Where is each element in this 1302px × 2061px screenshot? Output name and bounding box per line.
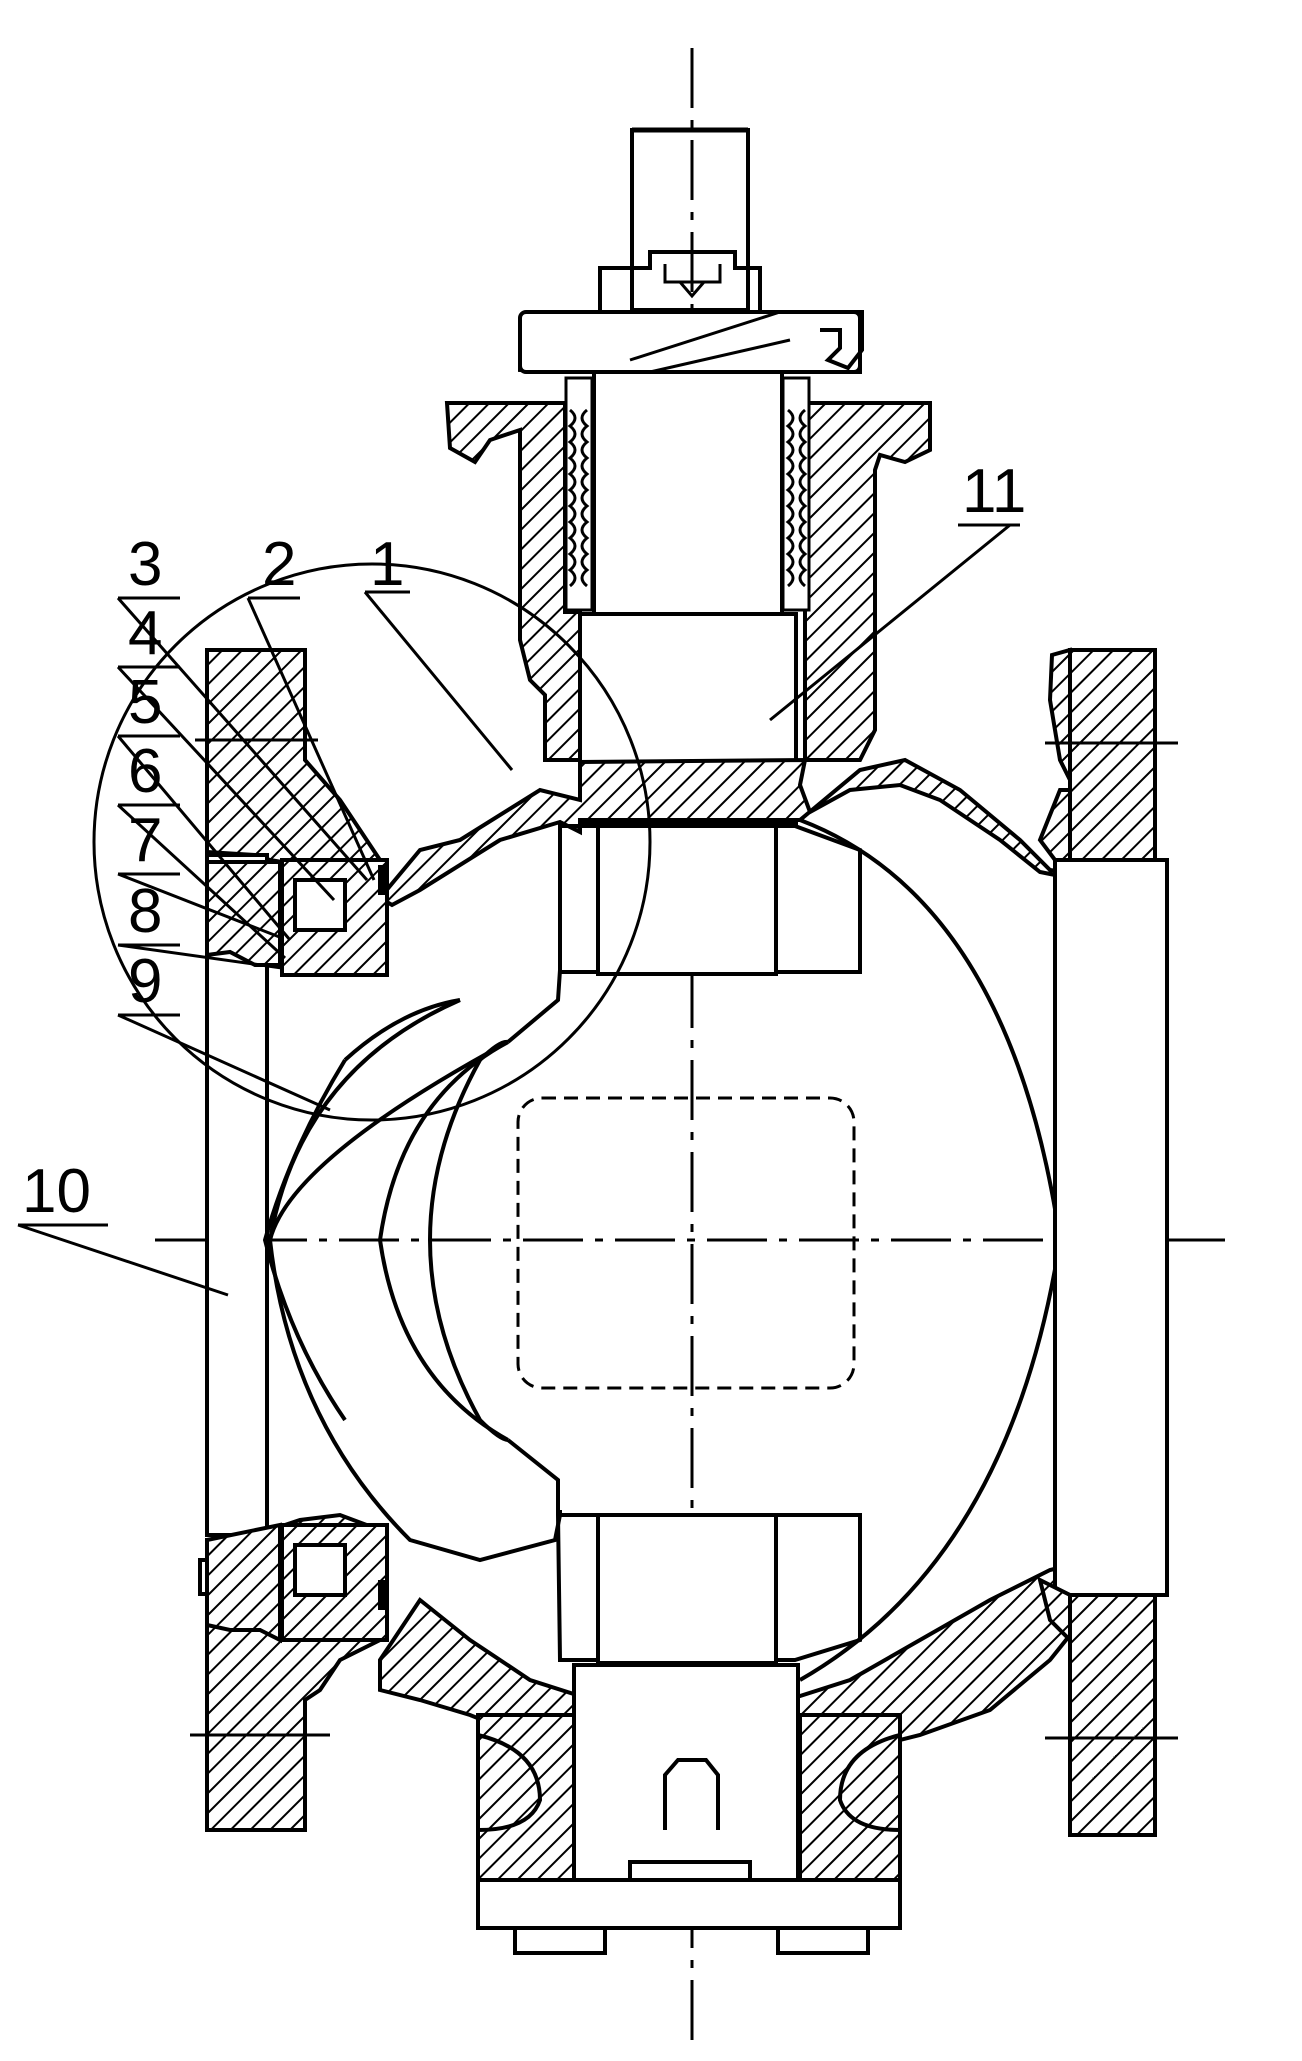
seat-upper — [205, 858, 389, 977]
callout-7: 7 — [128, 806, 162, 875]
seat-lower — [198, 1522, 389, 1644]
callout-9: 9 — [128, 947, 162, 1016]
packing-right — [781, 376, 811, 612]
packing-left — [564, 376, 594, 612]
callouts: 1 2 3 4 5 6 7 8 9 10 11 — [22, 457, 1026, 1226]
ball-plug — [262, 824, 862, 1665]
detail-circle — [92, 562, 652, 1122]
callout-5: 5 — [128, 668, 162, 737]
callout-1: 1 — [370, 530, 404, 599]
stem-top — [598, 127, 762, 312]
callout-4: 4 — [128, 599, 162, 668]
callout-6: 6 — [128, 737, 162, 806]
left-flange — [190, 648, 382, 1832]
bottom-cover — [476, 1663, 902, 1955]
bonnet — [444, 338, 932, 826]
leader-lines — [17, 523, 1020, 1297]
gland-plate — [518, 310, 864, 374]
callout-8: 8 — [128, 877, 162, 946]
right-flange — [1037, 648, 1178, 1837]
callout-11: 11 — [962, 457, 1026, 526]
callout-10: 10 — [22, 1157, 91, 1226]
callout-3: 3 — [128, 530, 162, 599]
callout-2: 2 — [262, 530, 296, 599]
